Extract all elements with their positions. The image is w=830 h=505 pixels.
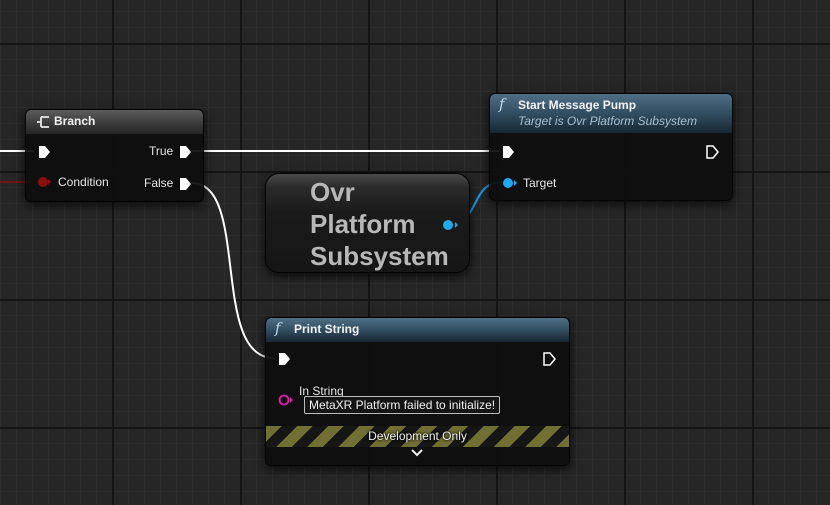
variable-name-line-2: Platform (310, 209, 416, 239)
condition-pin-label: Condition (58, 175, 109, 189)
variable-name-line-3: Subsystem (310, 241, 449, 271)
branch-icon (37, 116, 49, 128)
in-string-pin[interactable] (278, 394, 294, 406)
target-pin[interactable] (502, 177, 518, 189)
node-title: Start Message Pump (518, 98, 637, 112)
exec-in-pin[interactable] (502, 145, 515, 159)
false-pin-label: False (144, 176, 174, 190)
exec-in-pin[interactable] (278, 352, 291, 366)
start-message-pump-header[interactable]: f Start Message Pump Target is Ovr Platf… (490, 94, 732, 133)
node-title: Branch (54, 114, 96, 128)
target-pin-label: Target (523, 176, 557, 190)
branch-node[interactable]: Branch Condition True False (25, 109, 204, 202)
development-only-band (266, 426, 569, 447)
function-icon: f (275, 319, 281, 337)
in-string-value-input[interactable]: MetaXR Platform failed to initialize! (304, 396, 501, 414)
exec-out-pin[interactable] (706, 145, 719, 159)
node-title: Print String (294, 322, 360, 336)
print-string-header[interactable]: f Print String (266, 318, 569, 342)
start-message-pump-node[interactable]: f Start Message Pump Target is Ovr Platf… (489, 93, 733, 201)
branch-node-header[interactable]: Branch (26, 110, 203, 134)
ovr-platform-subsystem-node[interactable]: Ovr Platform Subsystem (265, 173, 470, 273)
development-only-label: Development Only (368, 429, 467, 443)
print-string-node[interactable]: f Print String In String MetaXR Platform… (265, 317, 570, 466)
variable-name-line-1: Ovr (310, 177, 355, 207)
exec-wire-false[interactable] (191, 182, 275, 359)
true-pin-label: True (149, 144, 174, 158)
exec-false-pin[interactable] (179, 177, 192, 191)
exec-true-pin[interactable] (179, 145, 192, 159)
chevron-down-icon[interactable] (411, 449, 423, 457)
function-icon: f (499, 95, 505, 113)
node-subtitle: Target is Ovr Platform Subsystem (518, 114, 697, 128)
in-string-pin-label: In String (299, 384, 344, 398)
exec-in-pin[interactable] (38, 145, 51, 159)
condition-pin[interactable] (37, 176, 51, 188)
exec-out-pin[interactable] (543, 352, 556, 366)
subsystem-output-pin[interactable] (442, 219, 460, 231)
